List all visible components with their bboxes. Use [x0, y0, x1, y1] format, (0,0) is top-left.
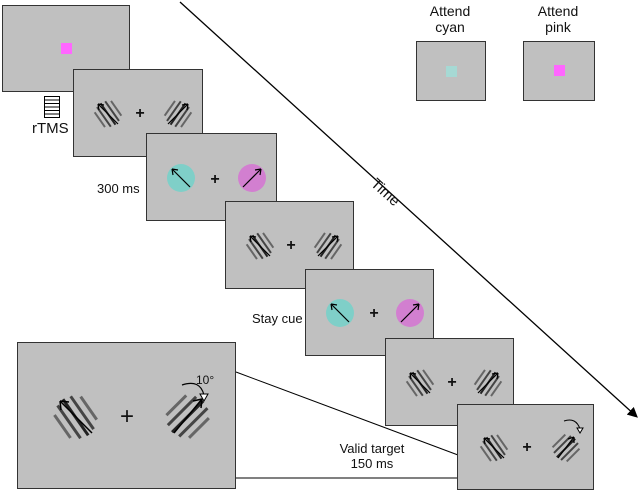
right-grating	[163, 100, 193, 128]
fixation-cross: +	[447, 374, 457, 391]
fixation-cross: +	[522, 439, 532, 456]
frame-7-valid-target: +	[457, 404, 594, 490]
cyan-square	[446, 66, 457, 77]
left-grating	[479, 434, 509, 462]
left-grating	[330, 303, 350, 323]
pink-square	[554, 65, 565, 76]
fixation-cross: +	[210, 171, 220, 188]
right-grating	[473, 369, 503, 397]
left-grating	[171, 168, 191, 188]
cue-panel-pink	[523, 41, 595, 101]
cue-label-pink: Attend pink	[537, 3, 579, 35]
fixation-cross: +	[135, 105, 145, 122]
stay-cue-label: Stay cue	[252, 311, 303, 326]
rtms-coil-icon	[44, 96, 60, 118]
right-grating	[242, 168, 262, 188]
left-grating	[245, 232, 275, 260]
left-grating-large	[53, 395, 98, 440]
left-grating	[405, 369, 435, 397]
valid-target-label: Valid target 150 ms	[339, 441, 405, 471]
rtms-label: rTMS	[32, 120, 69, 137]
rotation-angle-label: 10°	[196, 373, 215, 387]
cue-panel-cyan	[416, 41, 486, 101]
soa-label: 300 ms	[97, 181, 140, 196]
fixation-cross: +	[286, 237, 296, 254]
cue-label-cyan: Attend cyan	[429, 3, 471, 35]
right-grating	[400, 303, 420, 323]
right-grating-rotated-large	[165, 394, 210, 439]
frame-4-gratings: +	[225, 201, 354, 289]
rotation-arrow-icon	[563, 419, 584, 434]
right-grating-rotated	[551, 433, 581, 463]
enlarged-target-panel: + 10°	[17, 342, 236, 489]
fixation-cross-large: +	[119, 403, 134, 430]
pink-square	[61, 43, 72, 54]
rotation-arrow-icon	[181, 382, 209, 403]
right-grating	[313, 232, 343, 260]
left-grating	[93, 100, 123, 128]
time-label: Time	[367, 175, 404, 210]
frame-2-gratings: +	[73, 69, 203, 157]
fixation-cross: +	[369, 305, 379, 322]
